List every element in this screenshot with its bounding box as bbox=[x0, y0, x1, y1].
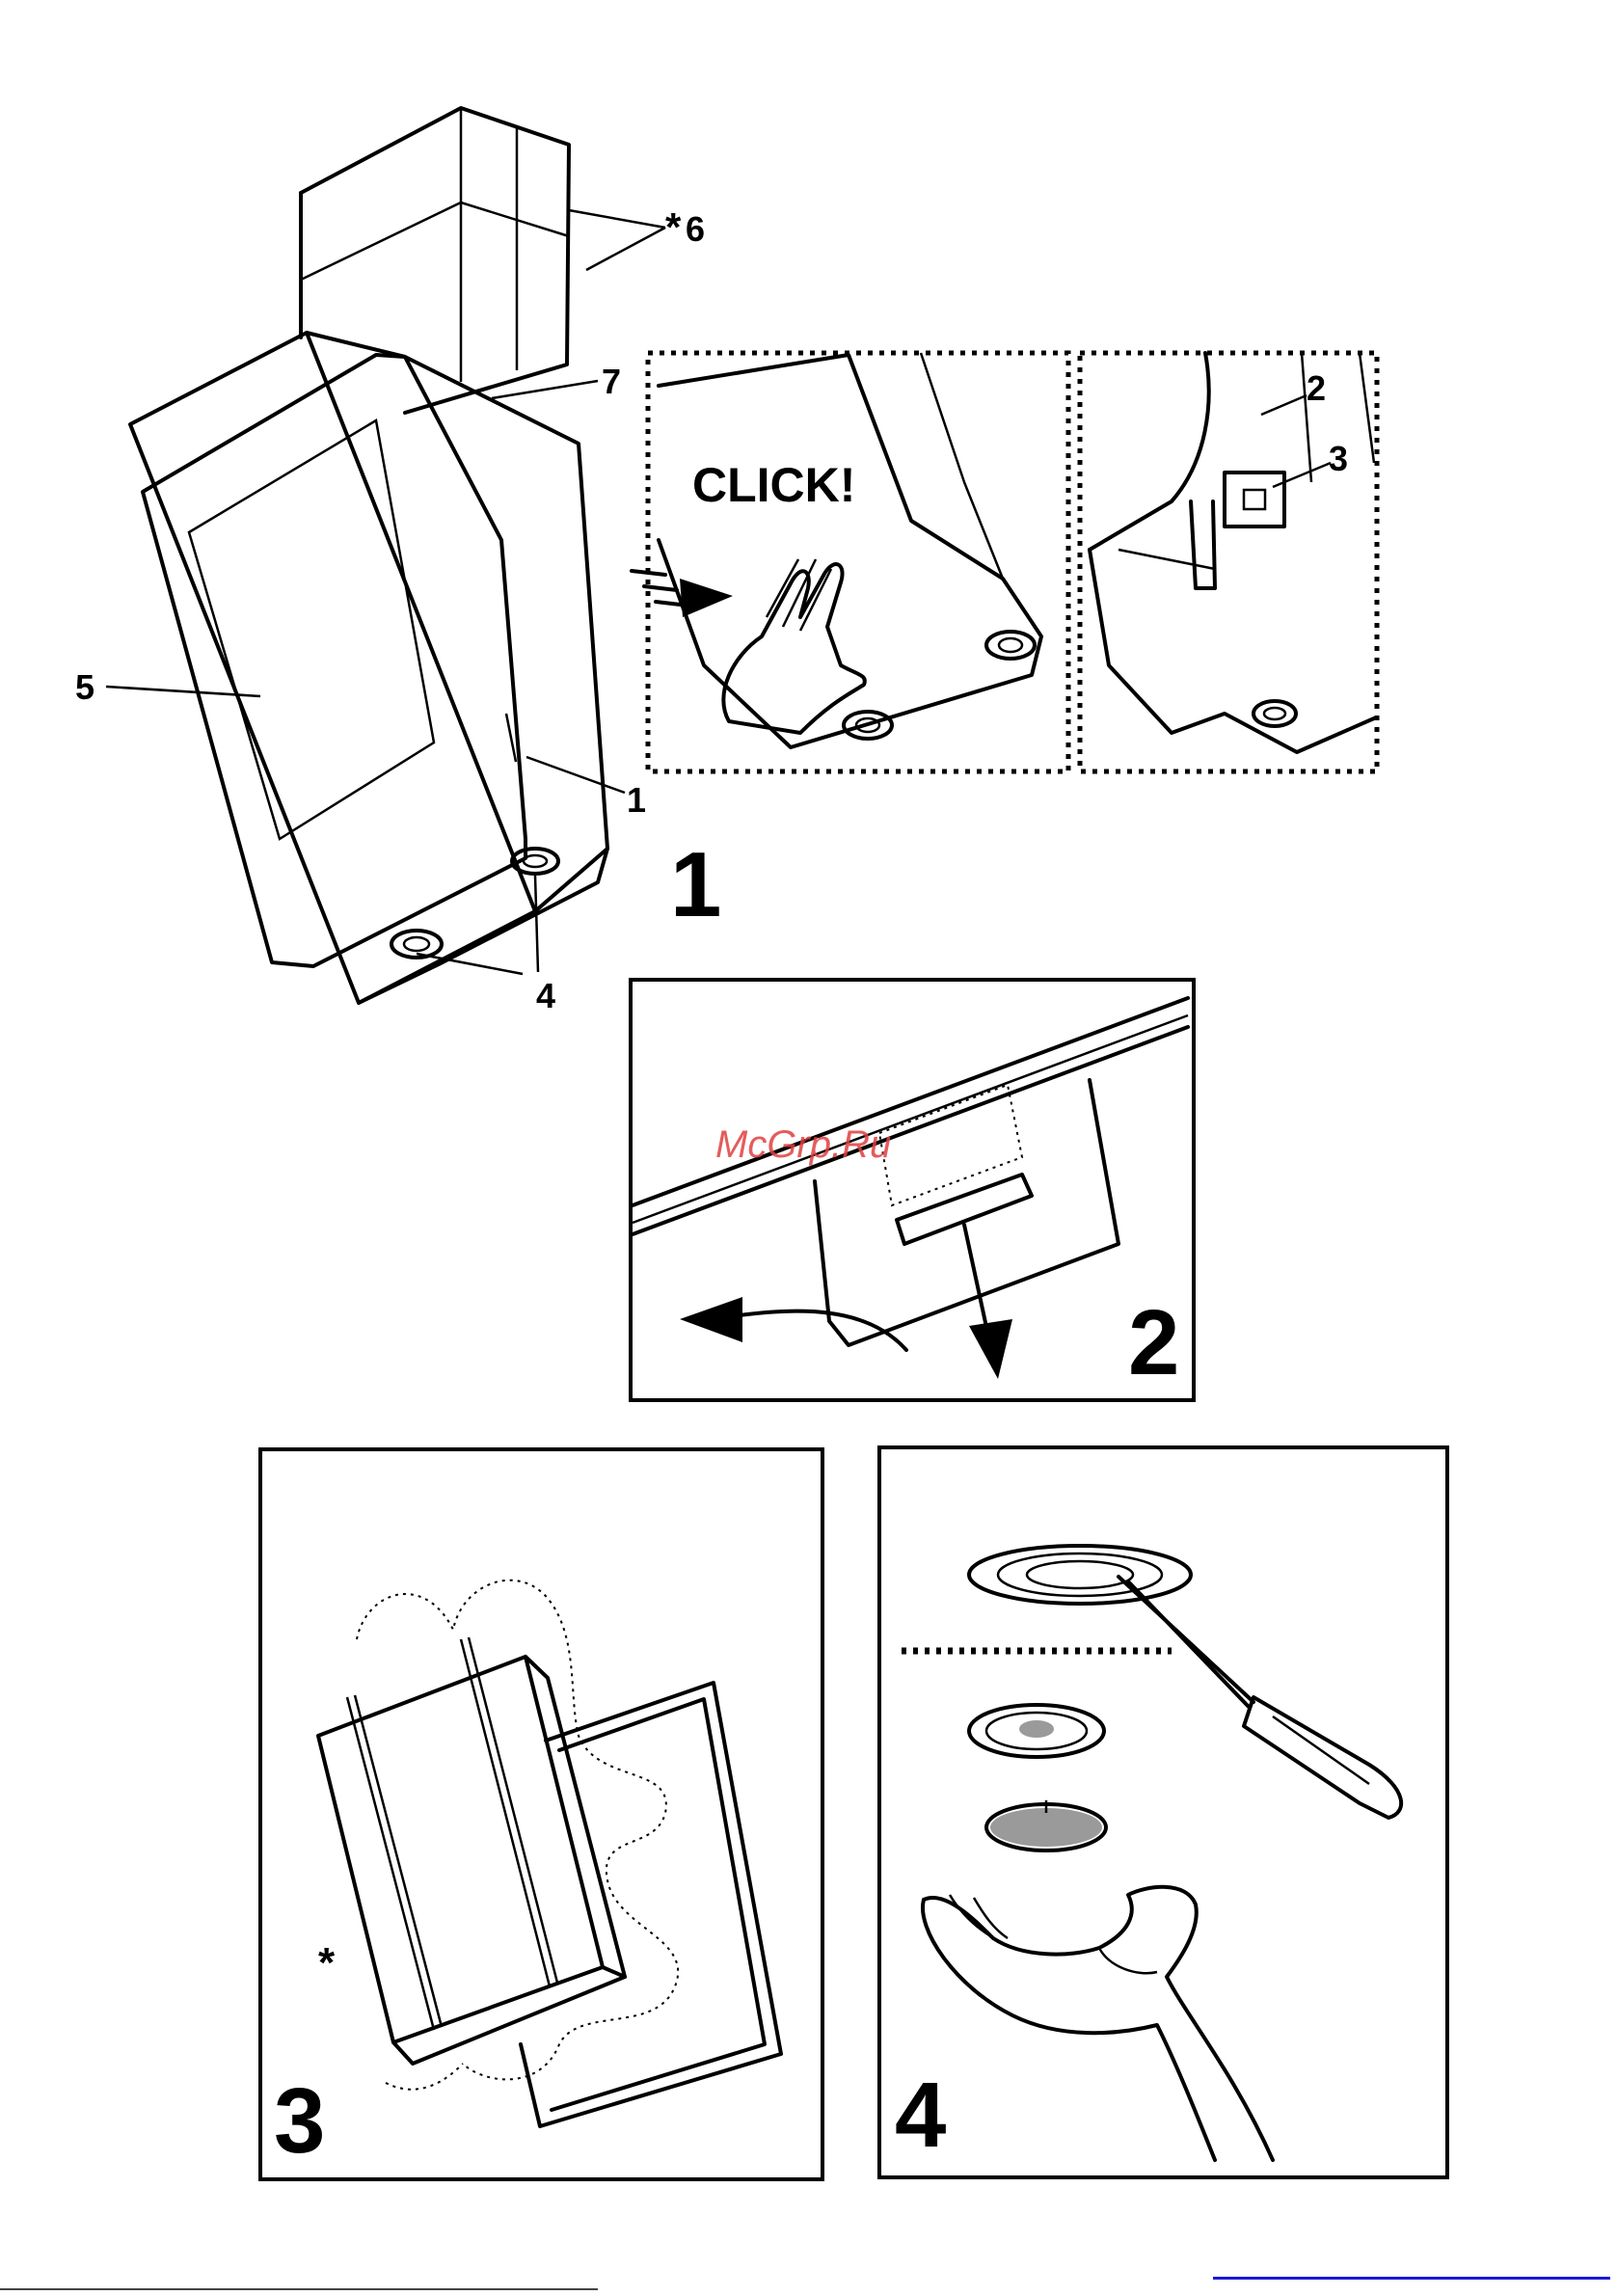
callout-star-3: * bbox=[318, 1939, 336, 1986]
figure-1-inset-click: CLICK! bbox=[632, 353, 1068, 771]
figure-4-panel: 4 bbox=[879, 1447, 1447, 2177]
figure-2-panel: McGrp.Ru 2 bbox=[631, 980, 1194, 1400]
watermark: McGrp.Ru bbox=[715, 1123, 891, 1166]
callout-star-6: * bbox=[665, 204, 682, 250]
callout-3: 3 bbox=[1329, 439, 1348, 478]
callout-2: 2 bbox=[1307, 368, 1326, 408]
figure-1-hood: 5 * 6 7 1 4 1 bbox=[75, 108, 721, 1015]
screwdriver-icon bbox=[1118, 1577, 1401, 1818]
click-label: CLICK! bbox=[692, 458, 855, 512]
footer-link-underline[interactable] bbox=[1213, 2277, 1610, 2280]
callout-6: 6 bbox=[686, 209, 705, 249]
hand-icon bbox=[723, 559, 865, 733]
callout-1: 1 bbox=[627, 780, 646, 820]
figure-2-number: 2 bbox=[1128, 1291, 1179, 1394]
figure-1-number: 1 bbox=[670, 833, 721, 936]
figure-3-panel: * 3 bbox=[260, 1449, 822, 2179]
footer-rule bbox=[0, 2288, 598, 2290]
open-hand-icon bbox=[923, 1887, 1273, 2160]
figure-1-inset-latch: 2 3 bbox=[1080, 353, 1377, 771]
figure-4-number: 4 bbox=[895, 2064, 946, 2167]
figure-3-number: 3 bbox=[274, 2069, 325, 2173]
callout-5: 5 bbox=[75, 667, 94, 707]
callout-4: 4 bbox=[536, 976, 555, 1015]
callout-7: 7 bbox=[602, 362, 621, 401]
